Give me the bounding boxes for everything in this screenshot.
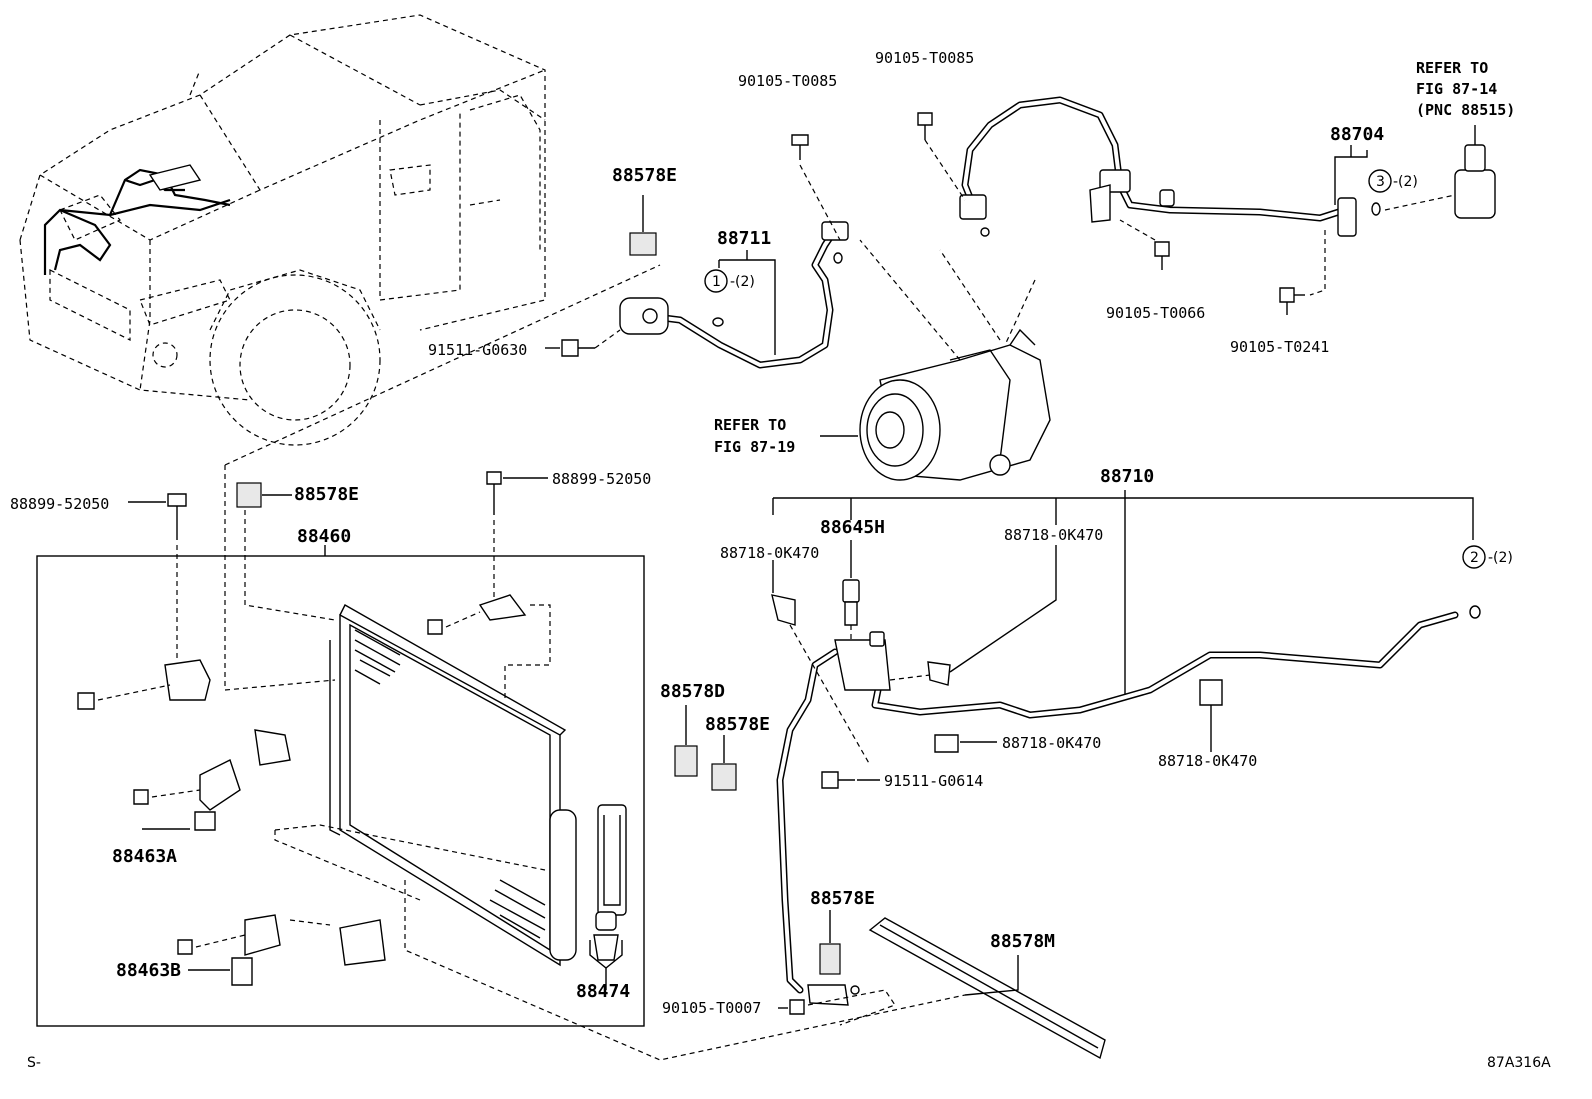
corner-code-left: S- — [27, 1055, 41, 1071]
label-88463a: 88463A — [112, 846, 177, 867]
label-90105-t0085-b: 90105-T0085 — [875, 49, 974, 67]
label-88578m: 88578M — [990, 931, 1055, 952]
qty-2: -(2) — [1488, 550, 1513, 566]
circle-3-text: 3 — [1376, 174, 1385, 190]
figure-code: 87A316A — [1487, 1055, 1551, 1071]
label-88578e-low: 88578E — [705, 714, 770, 735]
condenser-group — [36, 264, 966, 1061]
label-91511-g0614: 91511-G0614 — [884, 772, 983, 790]
refer-fig-87-14-line3: (PNC 88515) — [1416, 101, 1515, 119]
label-88704: 88704 — [1330, 124, 1384, 145]
refer-fig-87-19-line1: REFER TO — [714, 416, 786, 434]
qty-3: -(2) — [1393, 174, 1418, 190]
label-88899-52050-a: 88899-52050 — [10, 495, 109, 513]
refer-fig-87-14-line1: REFER TO — [1416, 59, 1488, 77]
vehicle-illustration — [19, 14, 546, 446]
discharge-hose-88711 — [545, 134, 849, 369]
refer-fig-87-14-line2: FIG 87-14 — [1416, 80, 1497, 98]
label-88578d: 88578D — [660, 681, 725, 702]
label-88718-0k470-a: 88718-0K470 — [720, 544, 819, 562]
label-88711: 88711 — [717, 228, 771, 249]
label-88578e-top: 88578E — [612, 165, 677, 186]
label-88899-52050-b: 88899-52050 — [552, 470, 651, 488]
label-88578e-bottom: 88578E — [810, 888, 875, 909]
label-88718-0k470-d: 88718-0K470 — [1158, 752, 1257, 770]
suction-hose-88704 — [917, 96, 1496, 315]
label-88578e-mid: 88578E — [294, 484, 359, 505]
label-90105-t0007: 90105-T0007 — [662, 999, 761, 1017]
label-88718-0k470-c: 88718-0K470 — [1002, 734, 1101, 752]
label-90105-t0066: 90105-T0066 — [1106, 304, 1205, 322]
qty-1: -(2) — [730, 274, 755, 290]
label-88718-0k470-b: 88718-0K470 — [1004, 526, 1103, 544]
circled-callouts — [704, 169, 1486, 569]
label-90105-t0085-a: 90105-T0085 — [738, 72, 837, 90]
label-88460: 88460 — [297, 526, 351, 547]
label-88474: 88474 — [576, 981, 630, 1002]
refer-fig-87-19-line2: FIG 87-19 — [714, 438, 795, 456]
liquid-tube-88710 — [674, 490, 1481, 1060]
circle-2-text: 2 — [1470, 550, 1479, 566]
labels: 90105-T0085 90105-T0085 88578E 88711 1 -… — [10, 49, 1551, 1071]
label-88463b: 88463B — [116, 960, 181, 981]
circle-1-text: 1 — [712, 274, 721, 290]
compressor — [820, 239, 1051, 481]
label-88710: 88710 — [1100, 466, 1154, 487]
label-88645h: 88645H — [820, 517, 885, 538]
label-91511-g0630: 91511-G0630 — [428, 341, 527, 359]
label-90105-t0241: 90105-T0241 — [1230, 338, 1329, 356]
